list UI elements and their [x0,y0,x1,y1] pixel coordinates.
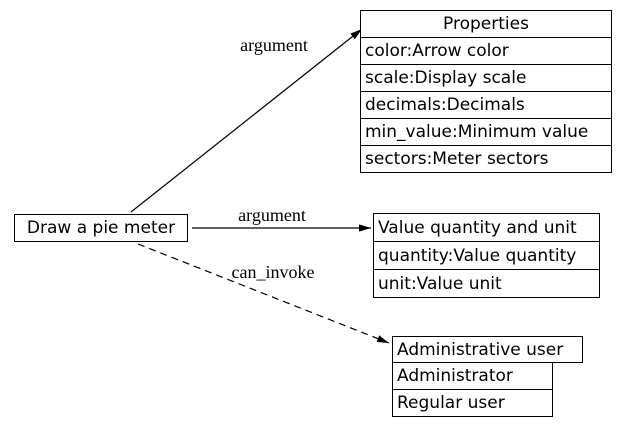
node-draw-a-pie-meter: Draw a pie meter [14,214,188,242]
edge-label-argument-top: argument [240,35,308,55]
table-row: sectors:Meter sectors [360,145,612,173]
edge-label-argument-middle: argument [238,205,306,225]
table-row: unit:Value unit [373,269,600,298]
table-row: quantity:Value quantity [373,241,600,270]
value-quantity-table-header: Value quantity and unit [373,213,600,242]
administrative-user-table: Administrative user Administrator Regula… [392,336,583,417]
properties-table: Properties color:Arrow color scale:Displ… [360,10,612,173]
node-label: Draw a pie meter [26,218,176,238]
table-row: min_value:Minimum value [360,118,612,146]
can-invoke-edge [137,243,390,344]
table-row: scale:Display scale [360,64,612,92]
value-quantity-table: Value quantity and unit quantity:Value q… [373,213,600,298]
table-row: Regular user [392,389,553,417]
table-row: color:Arrow color [360,37,612,65]
table-row: Administrator [392,362,553,390]
administrative-user-table-header: Administrative user [392,336,583,363]
properties-table-header: Properties [360,10,612,38]
argument-edge-top [130,28,363,213]
edge-label-can-invoke: can_invoke [232,262,315,282]
table-row: decimals:Decimals [360,91,612,119]
